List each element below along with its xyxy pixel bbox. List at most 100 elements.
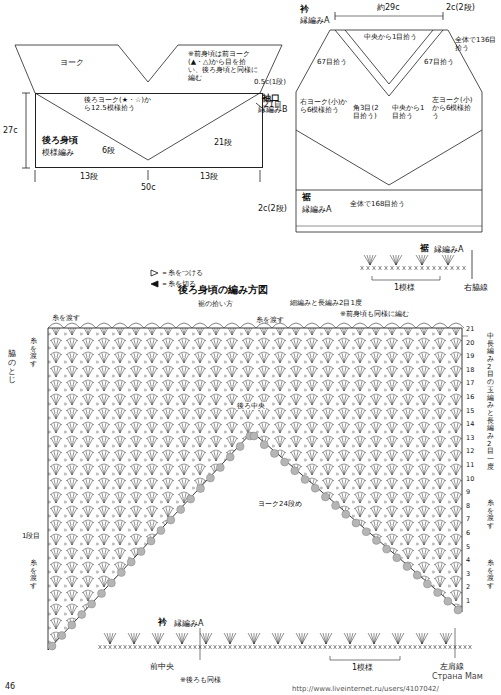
- chart-label: 6段: [102, 146, 115, 155]
- edge-scallop: [321, 493, 329, 501]
- stitch-mark: [234, 645, 237, 649]
- stitch-mark: [389, 645, 392, 649]
- fan-stitch: [179, 633, 182, 644]
- fan-stitch: [278, 633, 281, 644]
- top-scallop: [112, 323, 128, 328]
- chart-label: 1模様: [352, 663, 373, 672]
- yoke-line: [296, 130, 482, 185]
- fan-stitch: [155, 633, 158, 644]
- node-text: 模様編み: [42, 147, 262, 158]
- chart-label: 46: [5, 682, 15, 691]
- stitch-mark: [463, 266, 466, 270]
- fan-stitch: [390, 255, 396, 265]
- chart-label: ※前身頃も同様に編む: [340, 310, 409, 318]
- fan-stitch: [347, 633, 350, 644]
- stitch-mark: [464, 645, 467, 649]
- top-scallop: [128, 323, 144, 328]
- fan-stitch: [395, 633, 398, 644]
- edge-scallop: [444, 597, 452, 605]
- edge-scallop: [236, 443, 244, 451]
- stitch-mark: [419, 645, 422, 649]
- legend-symbol: [150, 269, 159, 277]
- stitch-mark: [204, 645, 207, 649]
- fan-stitch: [278, 633, 284, 644]
- fan-stitch: [344, 633, 350, 644]
- chart-label: ※後ろも同様: [180, 676, 221, 684]
- chart-label: 糸を渡す: [52, 314, 80, 322]
- dimension-tick: [35, 170, 36, 182]
- stitch-mark: [189, 645, 192, 649]
- fan-stitch: [251, 633, 254, 644]
- fan-stitch: [350, 633, 356, 644]
- row-number: 8: [466, 503, 470, 510]
- edge-scallop: [454, 606, 462, 614]
- garment-outline: [296, 30, 482, 190]
- stitch-mark: [439, 266, 442, 270]
- chart-label: ※前身頃は前ヨーク(▲・△)から目を拾い、後ろ身頃と同様に編む: [188, 50, 258, 82]
- stitch-mark: [444, 645, 447, 649]
- stitch-mark: [99, 645, 102, 649]
- stitch-mark: [459, 645, 462, 649]
- row-number: 16: [466, 394, 474, 401]
- chart-label: 左ヨーク(小)から6模様拾う: [432, 96, 478, 120]
- edge-scallop: [281, 458, 289, 466]
- fan-stitch: [182, 633, 185, 644]
- stitch-mark: [139, 645, 142, 649]
- chart-label: 2c(2段): [258, 204, 287, 213]
- top-scallop: [144, 323, 160, 328]
- top-scallop: [384, 323, 400, 328]
- dimension-tick: [22, 168, 30, 169]
- edge-scallop: [197, 485, 205, 493]
- row-number: 14: [466, 421, 474, 428]
- stitch-mark: [269, 645, 272, 649]
- fan-stitch: [448, 255, 451, 265]
- stitch-mark: [144, 645, 147, 649]
- stitch-mark: [404, 645, 407, 649]
- stitch-mark: [319, 645, 322, 649]
- stitch-mark: [164, 645, 167, 649]
- top-scallop: [48, 323, 64, 328]
- stitch-mark: [324, 645, 327, 649]
- stitch-mark: [361, 266, 364, 270]
- stitch-mark: [427, 266, 430, 270]
- stitch-mark: [279, 645, 282, 649]
- stitch-mark: [294, 645, 297, 649]
- stitch-mark: [439, 645, 442, 649]
- fan-stitch: [110, 633, 116, 644]
- chart-label: 13段: [200, 172, 218, 181]
- stitch-mark: [119, 645, 122, 649]
- top-scallop: [320, 323, 336, 328]
- stitch-mark: [234, 645, 237, 649]
- stitch-mark: [254, 645, 257, 649]
- fan-stitch: [392, 633, 398, 644]
- edge-scallop: [393, 554, 401, 562]
- row-number: 5: [466, 544, 470, 551]
- stitch-mark: [339, 645, 342, 649]
- chart-label: 裾の拾い方: [198, 300, 233, 308]
- row-number: 9: [466, 489, 470, 496]
- edge-scallop: [68, 621, 76, 629]
- stitch-mark: [254, 645, 257, 649]
- fan-stitch: [350, 633, 353, 644]
- stitch-mark: [344, 645, 347, 649]
- fan-stitch: [107, 633, 110, 644]
- top-scallop: [192, 323, 208, 328]
- stitch-mark: [309, 645, 312, 649]
- fan-stitch: [110, 633, 113, 644]
- stitch-mark: [457, 266, 460, 270]
- chart-label: 1模様: [394, 283, 415, 292]
- edge-scallop: [403, 563, 411, 571]
- chart-label: 袖口: [262, 93, 280, 103]
- edge-scallop: [301, 476, 309, 484]
- edge-scallop: [48, 642, 56, 650]
- edge-scallop: [216, 464, 224, 472]
- stitch-mark: [239, 645, 242, 649]
- stitch-mark: [259, 645, 262, 649]
- stitch-mark: [469, 645, 472, 649]
- fan-stitch: [443, 633, 446, 644]
- fan-stitch: [302, 633, 308, 644]
- row-number: 20: [466, 340, 474, 347]
- stitch-mark: [194, 645, 197, 649]
- stitch-mark: [344, 645, 347, 649]
- stitch-mark: [284, 645, 287, 649]
